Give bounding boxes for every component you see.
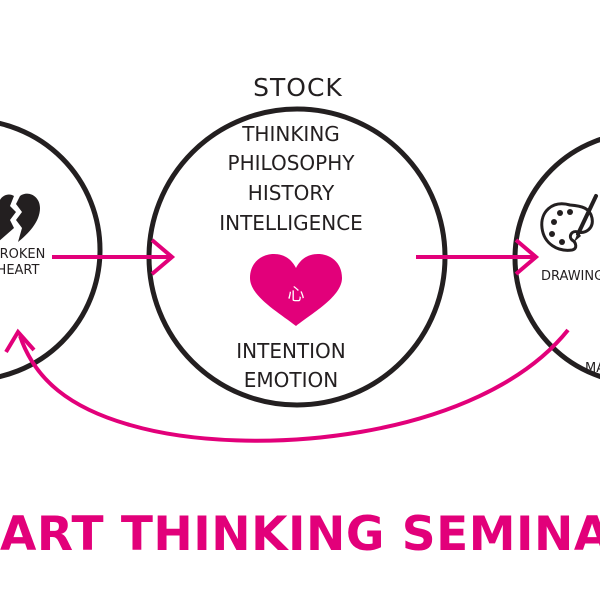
left-node-label-line2: HEART: [0, 263, 40, 278]
heart-glyph: 心: [288, 285, 305, 305]
arrow-return-curve: [18, 328, 570, 443]
flow-arrows: [4, 238, 570, 443]
center-item-1: THINKING: [241, 122, 340, 146]
center-node-heading: STOCK: [253, 73, 343, 102]
left-node-label-line1: BROKEN: [0, 247, 45, 262]
center-item-3: HISTORY: [248, 181, 335, 205]
left-node: BROKEN HEART: [0, 120, 103, 380]
right-node-label: DRAWING: [541, 269, 600, 284]
heart-icon: 心: [250, 254, 342, 326]
page-title: ART THINKING SEMINAR: [0, 507, 600, 562]
center-bottom-item-2: EMOTION: [244, 368, 338, 392]
center-bottom-item-1: INTENTION: [236, 339, 346, 363]
center-item-4: INTELLIGENCE: [219, 211, 363, 235]
right-node-label-partial: MA: [585, 361, 600, 376]
center-item-2: PHILOSOPHY: [228, 151, 356, 175]
left-node-circle: [0, 120, 103, 380]
broken-heart-icon: [0, 193, 40, 242]
palette-icon: [540, 194, 598, 252]
center-node: STOCK THINKING PHILOSOPHY HISTORY INTELL…: [146, 73, 448, 408]
